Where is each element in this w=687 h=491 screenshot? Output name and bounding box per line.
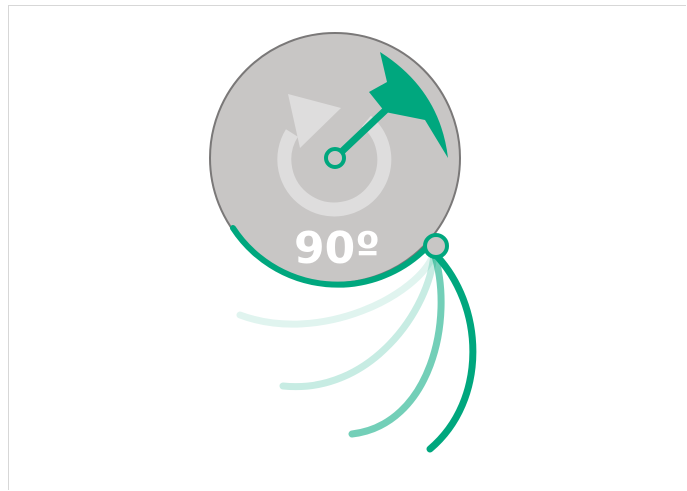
motion-trail-faded-2: [348, 249, 445, 438]
clockwise-rotate-arrow-icon: [277, 94, 392, 217]
dial-arc-highlight: [230, 225, 431, 288]
pointer-needle: [331, 52, 448, 162]
connector-knob: [423, 233, 449, 259]
pivot-center: [324, 147, 346, 169]
motion-trail-faded-3: [279, 249, 438, 391]
motion-trail-faded-4: [236, 249, 438, 328]
angle-label: 90º: [294, 223, 380, 274]
motion-trail-current: [426, 249, 477, 453]
